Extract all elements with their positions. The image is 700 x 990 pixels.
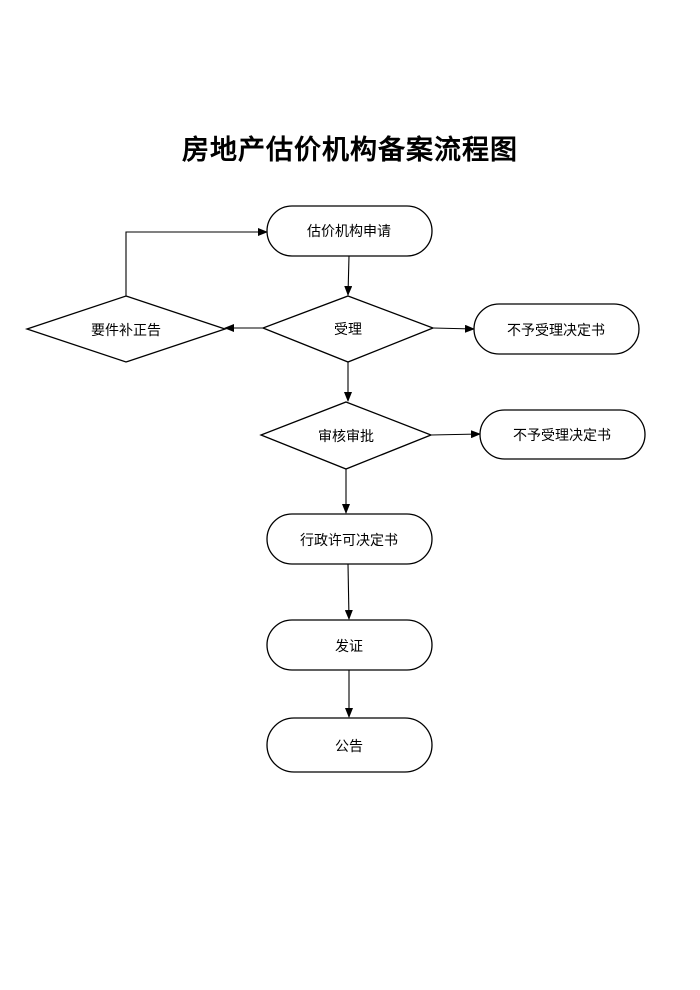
connectors <box>125 228 481 718</box>
arrow-accept-to-reject <box>432 324 475 333</box>
node-reject-2: 不予受理决定书 <box>479 409 646 460</box>
arrow-apply-to-accept <box>344 255 353 296</box>
arrow-supplement-to-apply <box>125 228 268 296</box>
node-supplement: 要件补正告 <box>24 295 228 363</box>
node-reject-1: 不予受理决定书 <box>473 303 640 355</box>
page-title: 房地产估价机构备案流程图 <box>182 135 518 166</box>
node-issue-label: 发证 <box>335 639 363 655</box>
node-permit-label: 行政许可决定书 <box>300 533 398 549</box>
node-accept: 受理 <box>261 295 435 363</box>
node-reject-1-label: 不予受理决定书 <box>507 323 605 339</box>
node-issue: 发证 <box>266 619 433 671</box>
node-announce: 公告 <box>266 717 433 773</box>
arrow-review-to-reject <box>430 430 481 439</box>
node-permit: 行政许可决定书 <box>266 513 433 565</box>
node-apply-label: 估价机构申请 <box>307 224 391 240</box>
node-apply: 估价机构申请 <box>266 205 433 257</box>
node-review: 审核审批 <box>259 401 433 470</box>
arrow-permit-to-issue <box>344 563 353 620</box>
node-accept-label: 受理 <box>334 322 362 338</box>
node-reject-2-label: 不予受理决定书 <box>513 428 611 444</box>
node-announce-label: 公告 <box>335 739 363 755</box>
node-review-label: 审核审批 <box>318 429 374 445</box>
node-supplement-label: 要件补正告 <box>91 323 161 339</box>
